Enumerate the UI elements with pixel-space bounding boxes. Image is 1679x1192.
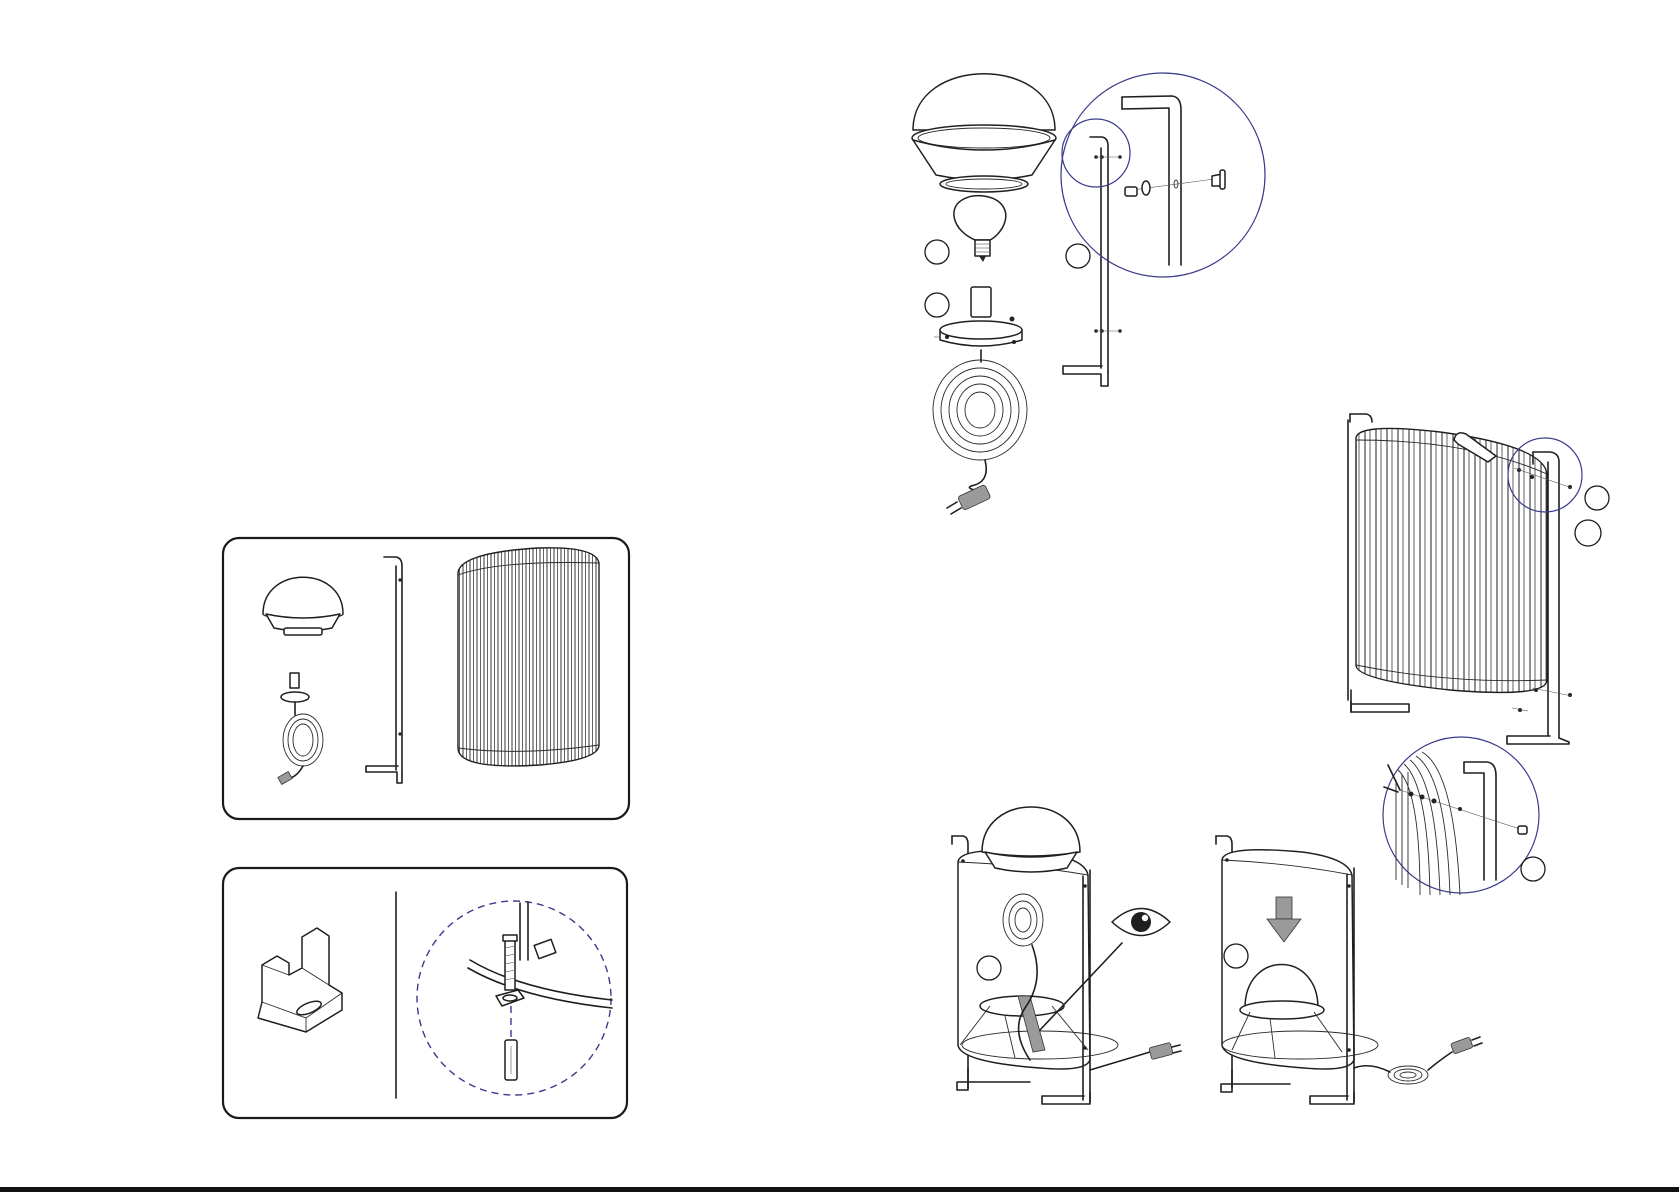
step-marker: [1585, 486, 1609, 510]
step-marker: [1066, 244, 1090, 268]
wall-bracket: [258, 928, 342, 1032]
step-marker: [925, 293, 949, 317]
step-marker: [925, 240, 949, 264]
plug-icon: [1451, 1037, 1482, 1054]
screw-detail: [417, 901, 612, 1095]
parts-pleated-shade: [458, 548, 599, 766]
step-marker: [1224, 944, 1248, 968]
frame-detail-circle: [1061, 73, 1265, 277]
page-bottom-strip: [0, 1187, 1679, 1192]
exploded-socket-cord: [933, 287, 1027, 514]
parts-socket-cord: [278, 673, 323, 784]
exploded-bulb: [954, 196, 1006, 262]
shade-detail-circle: [1383, 737, 1539, 895]
step-marker: [977, 956, 1001, 980]
assembled-lamp-view: [952, 807, 1181, 1104]
step-marker: [1521, 857, 1545, 881]
frame-with-pleated-shade: [1348, 414, 1582, 744]
final-lamp-view: [1216, 836, 1482, 1104]
exploded-shade: [912, 74, 1056, 192]
plug-icon: [947, 484, 991, 514]
plug-icon: [1149, 1042, 1181, 1059]
parts-panel: [223, 538, 629, 819]
parts-frame-leg: [366, 557, 402, 783]
step-marker: [1575, 520, 1601, 546]
eye-icon: [1112, 909, 1170, 936]
parts-lamp-shade: [263, 577, 343, 635]
wall-bracket-panel: [223, 868, 627, 1118]
